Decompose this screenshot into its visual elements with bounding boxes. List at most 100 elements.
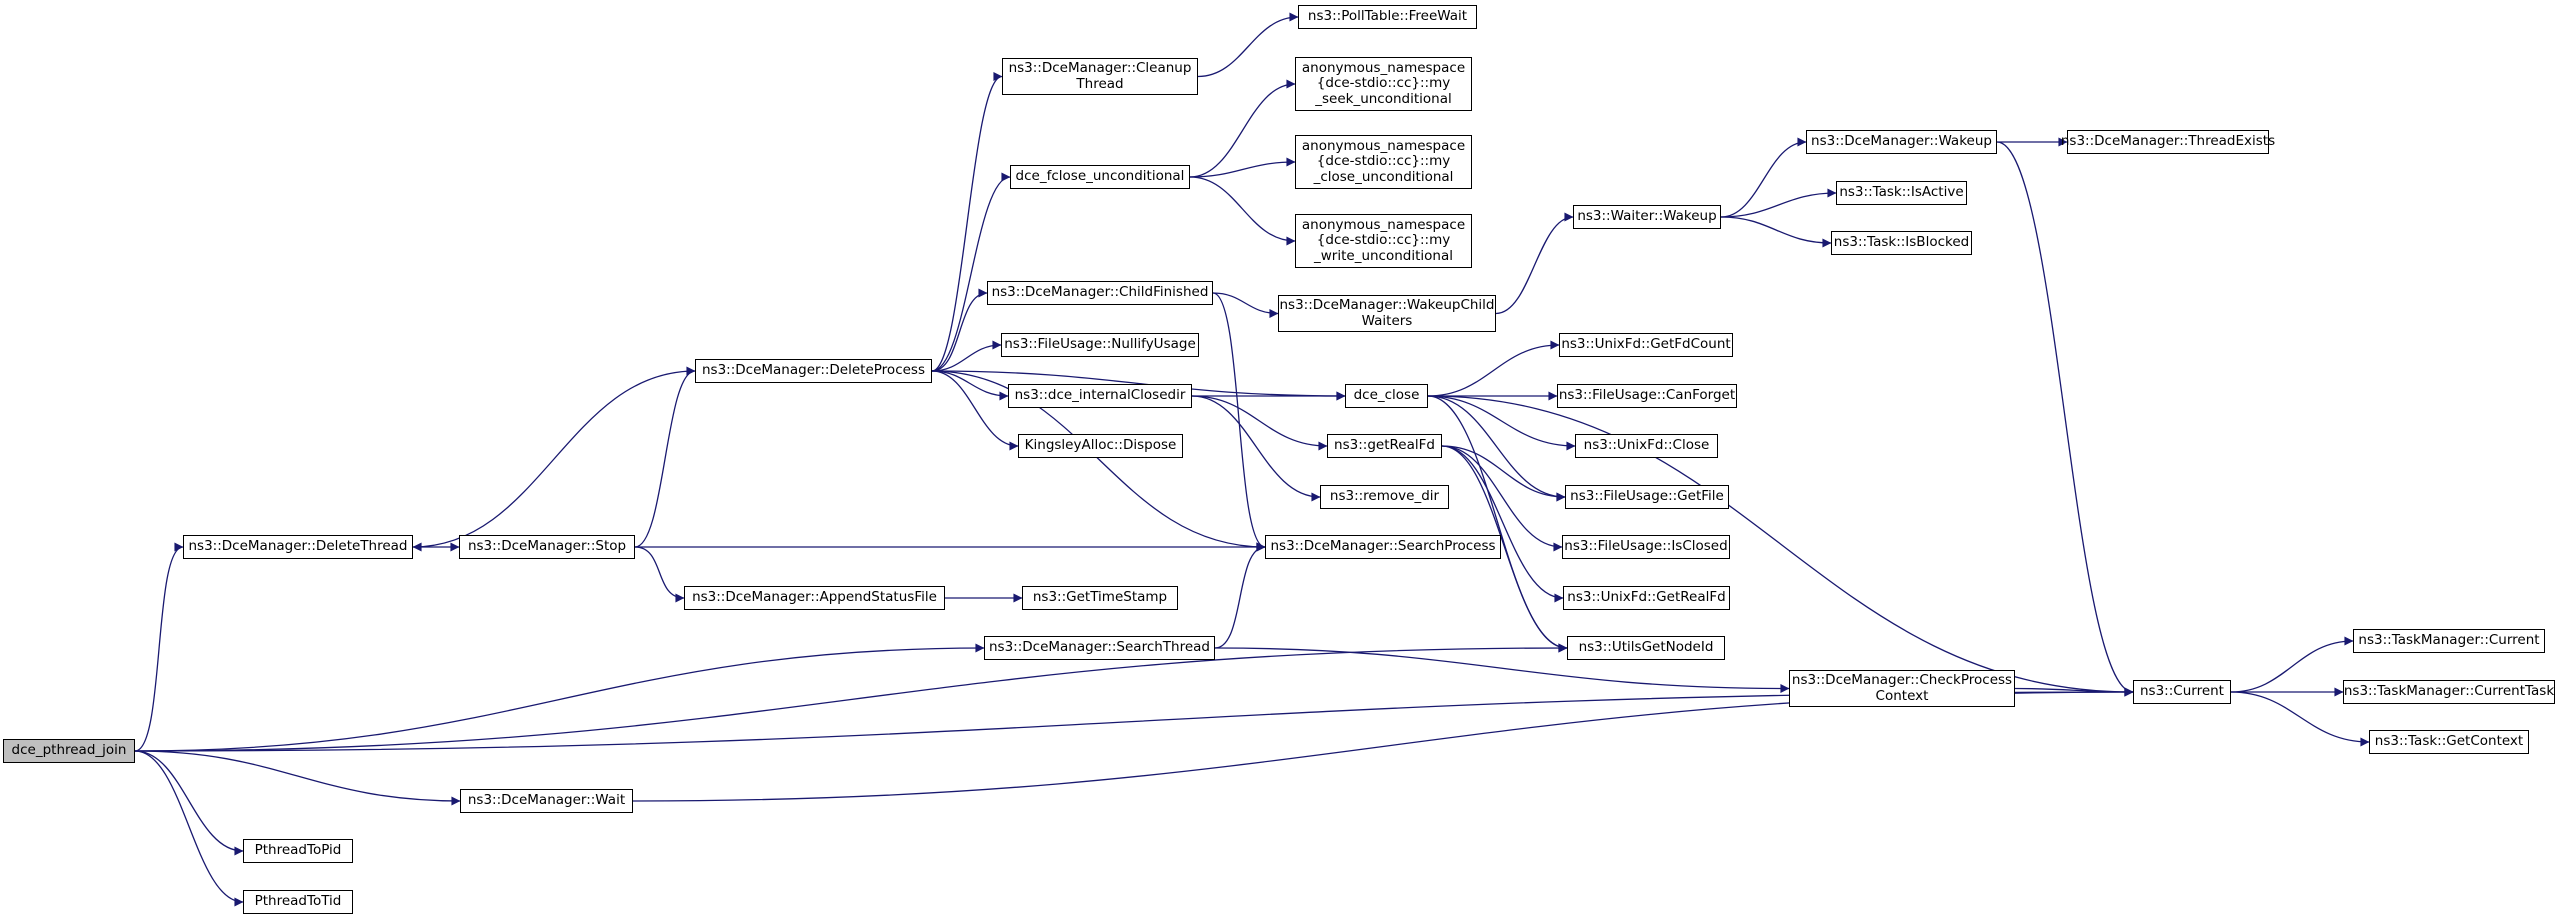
edge-waiter-wakeup-to-dce-wakeup <box>1720 137 1807 218</box>
node-delete-process[interactable]: ns3::DceManager::DeleteProcess <box>695 359 932 383</box>
node-label: ns3::Task::IsBlocked <box>1833 234 1970 251</box>
edge-get-real-fd-to-get-real-fd <box>1441 445 1564 603</box>
node-label: {dce-stdio::cc}::my <box>1316 75 1451 92</box>
node-free-wait[interactable]: ns3::PollTable::FreeWait <box>1298 5 1477 29</box>
node-label: _write_unconditional <box>1314 247 1453 264</box>
node-label: ns3::UnixFd::Close <box>1583 437 1710 454</box>
node-label: ns3::DceManager::CheckProcess <box>1791 672 2013 688</box>
node-label: Context <box>1875 687 1929 704</box>
edge-dce-pthread-join-to-pthread-to-tid <box>134 750 244 907</box>
node-close-unconditional[interactable]: anonymous_namespace{dce-stdio::cc}::my_c… <box>1295 135 1472 189</box>
node-is-blocked[interactable]: ns3::Task::IsBlocked <box>1831 231 1972 255</box>
edge-waiter-wakeup-to-is-active <box>1720 188 1837 218</box>
node-get-file[interactable]: ns3::FileUsage::GetFile <box>1565 485 1729 509</box>
node-label: Waiters <box>1361 312 1413 329</box>
node-pthread-to-pid[interactable]: PthreadToPid <box>243 839 353 863</box>
node-label: ns3::getRealFd <box>1334 437 1435 454</box>
node-label: {dce-stdio::cc}::my <box>1316 232 1451 249</box>
edge-get-real-fd-to-is-closed <box>1441 445 1563 552</box>
edge-dce-pthread-join-to-utils-get-node-id <box>134 643 1568 752</box>
node-thread-exists[interactable]: ns3::DceManager::ThreadExists <box>2061 130 2275 154</box>
node-dce-close[interactable]: dce_close <box>1345 384 1428 408</box>
node-delete-thread[interactable]: ns3::DceManager::DeleteThread <box>183 535 413 559</box>
node-wait[interactable]: ns3::DceManager::Wait <box>460 789 633 813</box>
node-stop[interactable]: ns3::DceManager::Stop <box>459 535 635 559</box>
edge-delete-process-to-kingsley-dispose <box>931 370 1019 451</box>
edge-dce-fclose-unconditional-to-close-unconditional <box>1189 157 1296 178</box>
node-dce-fclose-unconditional[interactable]: dce_fclose_unconditional <box>1010 165 1190 189</box>
node-label: anonymous_namespace <box>1301 137 1466 154</box>
node-label: ns3::Task::IsActive <box>1839 184 1964 201</box>
node-label: ns3::PollTable::FreeWait <box>1307 8 1468 25</box>
node-label: ns3::DceManager::Wakeup <box>1811 133 1992 150</box>
edge-delete-process-to-dce-fclose-unconditional <box>931 172 1011 372</box>
node-get-real-fd[interactable]: ns3::getRealFd <box>1327 434 1442 458</box>
edge-dce-pthread-join-to-current <box>134 687 2134 752</box>
node-label: anonymous_namespace <box>1301 216 1466 233</box>
node-label: dce_pthread_join <box>11 742 127 759</box>
node-get-real-fd[interactable]: ns3::UnixFd::GetRealFd <box>1563 586 1730 610</box>
node-label: dce_fclose_unconditional <box>1015 168 1185 185</box>
node-dce-pthread-join[interactable]: dce_pthread_join <box>3 739 135 763</box>
node-child-finished[interactable]: ns3::DceManager::ChildFinished <box>987 281 1213 305</box>
node-unix-fd-close[interactable]: ns3::UnixFd::Close <box>1575 434 1718 458</box>
edge-stop-to-delete-process <box>634 366 696 548</box>
node-label: dce_close <box>1353 387 1420 404</box>
node-label: ns3::FileUsage::CanForget <box>1558 387 1736 404</box>
edge-stop-to-append-status-file <box>634 546 685 603</box>
node-is-closed[interactable]: ns3::FileUsage::IsClosed <box>1562 535 1730 559</box>
node-label: ns3::DceManager::ThreadExists <box>2060 133 2276 150</box>
edge-dce-close-to-get-file <box>1427 395 1566 502</box>
edge-search-thread-to-check-process-context <box>1214 647 1790 693</box>
edge-get-real-fd-to-utils-get-node-id <box>1441 445 1568 653</box>
node-kingsley-dispose[interactable]: KingsleyAlloc::Dispose <box>1018 434 1183 458</box>
node-search-thread[interactable]: ns3::DceManager::SearchThread <box>984 636 1215 660</box>
node-nullify-usage[interactable]: ns3::FileUsage::NullifyUsage <box>1001 333 1199 357</box>
edge-search-thread-to-search-process <box>1214 542 1266 649</box>
node-waiter-wakeup[interactable]: ns3::Waiter::Wakeup <box>1573 205 1721 229</box>
node-append-status-file[interactable]: ns3::DceManager::AppendStatusFile <box>684 586 945 610</box>
edge-current-to-tmcurrent <box>2230 636 2354 693</box>
node-dce-internal-closedir[interactable]: ns3::dce_internalClosedir <box>1008 384 1192 408</box>
edge-dce-pthread-join-to-pthread-to-pid <box>134 750 244 856</box>
node-tmcurrent[interactable]: ns3::TaskManager::Current <box>2353 629 2545 653</box>
node-pthread-to-tid[interactable]: PthreadToTid <box>243 890 353 914</box>
edge-delete-process-to-dce-close <box>931 370 1346 401</box>
edge-waiter-wakeup-to-is-blocked <box>1720 216 1832 248</box>
node-label: ns3::TaskManager::Current <box>2358 632 2540 649</box>
node-get-fd-count[interactable]: ns3::UnixFd::GetFdCount <box>1559 333 1733 357</box>
edge-dce-internal-closedir-to-remove-dir <box>1191 395 1321 502</box>
node-label: ns3::UnixFd::GetFdCount <box>1561 336 1731 353</box>
node-is-active[interactable]: ns3::Task::IsActive <box>1836 181 1967 205</box>
edge-dce-close-to-unix-fd-close <box>1427 395 1576 451</box>
edge-dce-fclose-unconditional-to-write-unconditional <box>1189 176 1296 246</box>
node-search-process[interactable]: ns3::DceManager::SearchProcess <box>1265 535 1501 559</box>
edge-dce-pthread-join-to-wait <box>134 750 461 806</box>
node-label: ns3::FileUsage::IsClosed <box>1564 538 1728 555</box>
node-can-forget[interactable]: ns3::FileUsage::CanForget <box>1557 384 1737 408</box>
node-label: ns3::DceManager::WakeupChild <box>1279 297 1495 313</box>
node-label: ns3::dce_internalClosedir <box>1014 387 1186 404</box>
node-label: ns3::DceManager::SearchProcess <box>1270 538 1496 555</box>
node-label: KingsleyAlloc::Dispose <box>1024 437 1177 454</box>
node-label: ns3::Waiter::Wakeup <box>1577 208 1717 225</box>
node-label: ns3::DceManager::Cleanup <box>1008 60 1192 76</box>
node-utils-get-node-id[interactable]: ns3::UtilsGetNodeId <box>1567 636 1725 660</box>
node-tmcurrent-task[interactable]: ns3::TaskManager::CurrentTask <box>2343 680 2555 704</box>
node-label: ns3::UnixFd::GetRealFd <box>1567 589 1726 606</box>
node-label: ns3::DceManager::Stop <box>467 538 627 555</box>
node-get-time-stamp[interactable]: ns3::GetTimeStamp <box>1022 586 1178 610</box>
edge-delete-process-to-search-process <box>931 370 1266 552</box>
node-current[interactable]: ns3::Current <box>2133 680 2231 704</box>
node-seek-unconditional[interactable]: anonymous_namespace{dce-stdio::cc}::my_s… <box>1295 57 1472 111</box>
node-remove-dir[interactable]: ns3::remove_dir <box>1320 485 1449 509</box>
edge-wakeup-child-waiters-to-waiter-wakeup <box>1495 212 1574 315</box>
node-write-unconditional[interactable]: anonymous_namespace{dce-stdio::cc}::my_w… <box>1295 214 1472 268</box>
node-label: _seek_unconditional <box>1315 90 1452 107</box>
node-get-context[interactable]: ns3::Task::GetContext <box>2369 730 2529 754</box>
edge-dce-wakeup-to-current <box>1996 141 2134 697</box>
node-dce-wakeup[interactable]: ns3::DceManager::Wakeup <box>1806 130 1997 154</box>
